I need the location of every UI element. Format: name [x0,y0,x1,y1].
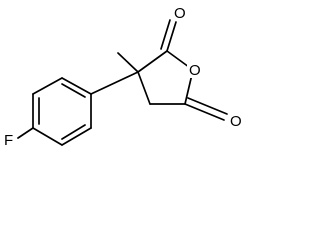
bond-co-top-2 [160,19,171,50]
bond-methyl [117,52,139,73]
anhydride-ring [137,50,194,105]
bond-ring-c1-c2 [61,77,92,95]
atom-ring-oxygen: O [189,62,201,79]
atom-carbonyl-oxygen-top: O [174,5,186,22]
atom-carbonyl-oxygen-right: O [230,113,242,130]
bond-phenyl-quaternary [90,71,139,95]
bond-ring-inner-3 [61,124,86,140]
benzene-ring [32,77,92,146]
atom-fluorine: F [4,132,13,149]
molecule-structure: F O O O [2,3,242,149]
bond-quaternary-carbonyl-top [137,50,168,73]
bond-c-f [17,127,34,139]
bond-co-right-1 [184,103,225,121]
bond-ring-c5-c6 [61,127,92,146]
bond-ring-c4-c5 [32,127,63,146]
bond-ring-c2-c3 [32,77,63,95]
bond-co-top-1 [166,21,177,52]
bond-ch2-quaternary [137,71,151,105]
bond-co-right-2 [187,97,228,115]
bond-ring-inner-1 [61,83,86,98]
